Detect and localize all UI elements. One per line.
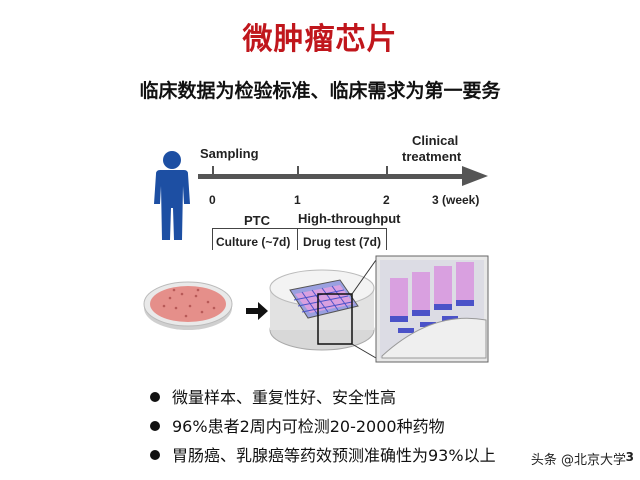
ptc-label: PTC — [244, 213, 270, 228]
bullet-item-2: 96%患者2周内可检测20-2000种药物 — [150, 413, 445, 437]
tick-label-1: 1 — [294, 193, 301, 207]
tick-1 — [297, 166, 299, 176]
high-throughput-label: High-throughput — [298, 211, 401, 226]
bullet-item-1: 微量样本、重复性好、安全性高 — [150, 384, 396, 408]
bullet-text-1: 微量样本、重复性好、安全性高 — [172, 388, 397, 407]
clinical-label: Clinical — [412, 133, 459, 148]
culture-label: Culture (~7d) — [216, 235, 291, 249]
page-number: 3 — [625, 450, 634, 464]
bullet-text-2: 96%患者2周内可检测20-2000种药物 — [172, 417, 445, 436]
slide-title: 微肿瘤芯片 — [242, 22, 398, 57]
tick-0 — [212, 166, 214, 176]
tick-label-0: 0 — [209, 193, 216, 207]
tick-2 — [386, 166, 388, 176]
slide-subtitle: 临床数据为检验标准、临床需求为第一要务 — [139, 80, 501, 102]
bullet-item-3: 胃肠癌、乳腺癌等药效预测准确性为93%以上 — [150, 442, 496, 466]
bracket-mid — [297, 228, 298, 250]
bullet-icon — [150, 449, 160, 460]
bullet-icon — [150, 420, 160, 431]
bullet-icon — [150, 391, 160, 402]
sampling-label: Sampling — [200, 146, 259, 161]
timeline-axis — [198, 174, 468, 179]
right-arrow-icon — [462, 166, 488, 186]
watermark: 头条 @北京大学 — [530, 453, 626, 468]
person-icon — [150, 150, 194, 246]
tumor-chip-icon — [269, 259, 377, 359]
tick-label-3: 3 (week) — [432, 193, 480, 207]
drug-test-label: Drug test (7d) — [303, 235, 381, 249]
bullet-text-3: 胃肠癌、乳腺癌等药效预测准确性为93%以上 — [172, 446, 496, 465]
right-arrow-icon — [246, 302, 268, 320]
chip-zoom-panel — [375, 255, 489, 363]
chip-illustration — [143, 255, 489, 363]
treatment-label: treatment — [402, 149, 462, 164]
bracket-top — [212, 228, 386, 229]
petri-dish-icon — [143, 281, 233, 330]
tick-label-2: 2 — [383, 193, 390, 207]
bracket-left — [212, 228, 213, 250]
bracket-right — [386, 228, 387, 250]
